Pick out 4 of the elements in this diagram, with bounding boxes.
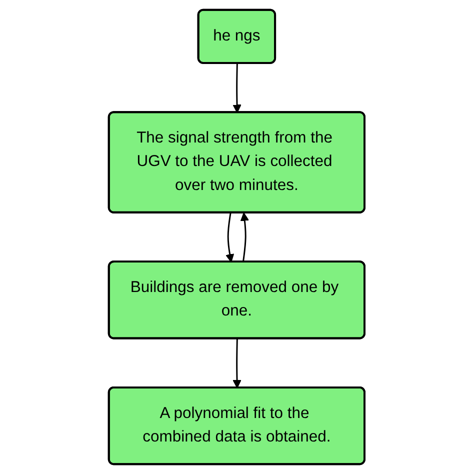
arrow	[233, 63, 242, 113]
arrow	[226, 212, 234, 262]
arrow	[240, 212, 250, 262]
arrow	[233, 338, 242, 388]
